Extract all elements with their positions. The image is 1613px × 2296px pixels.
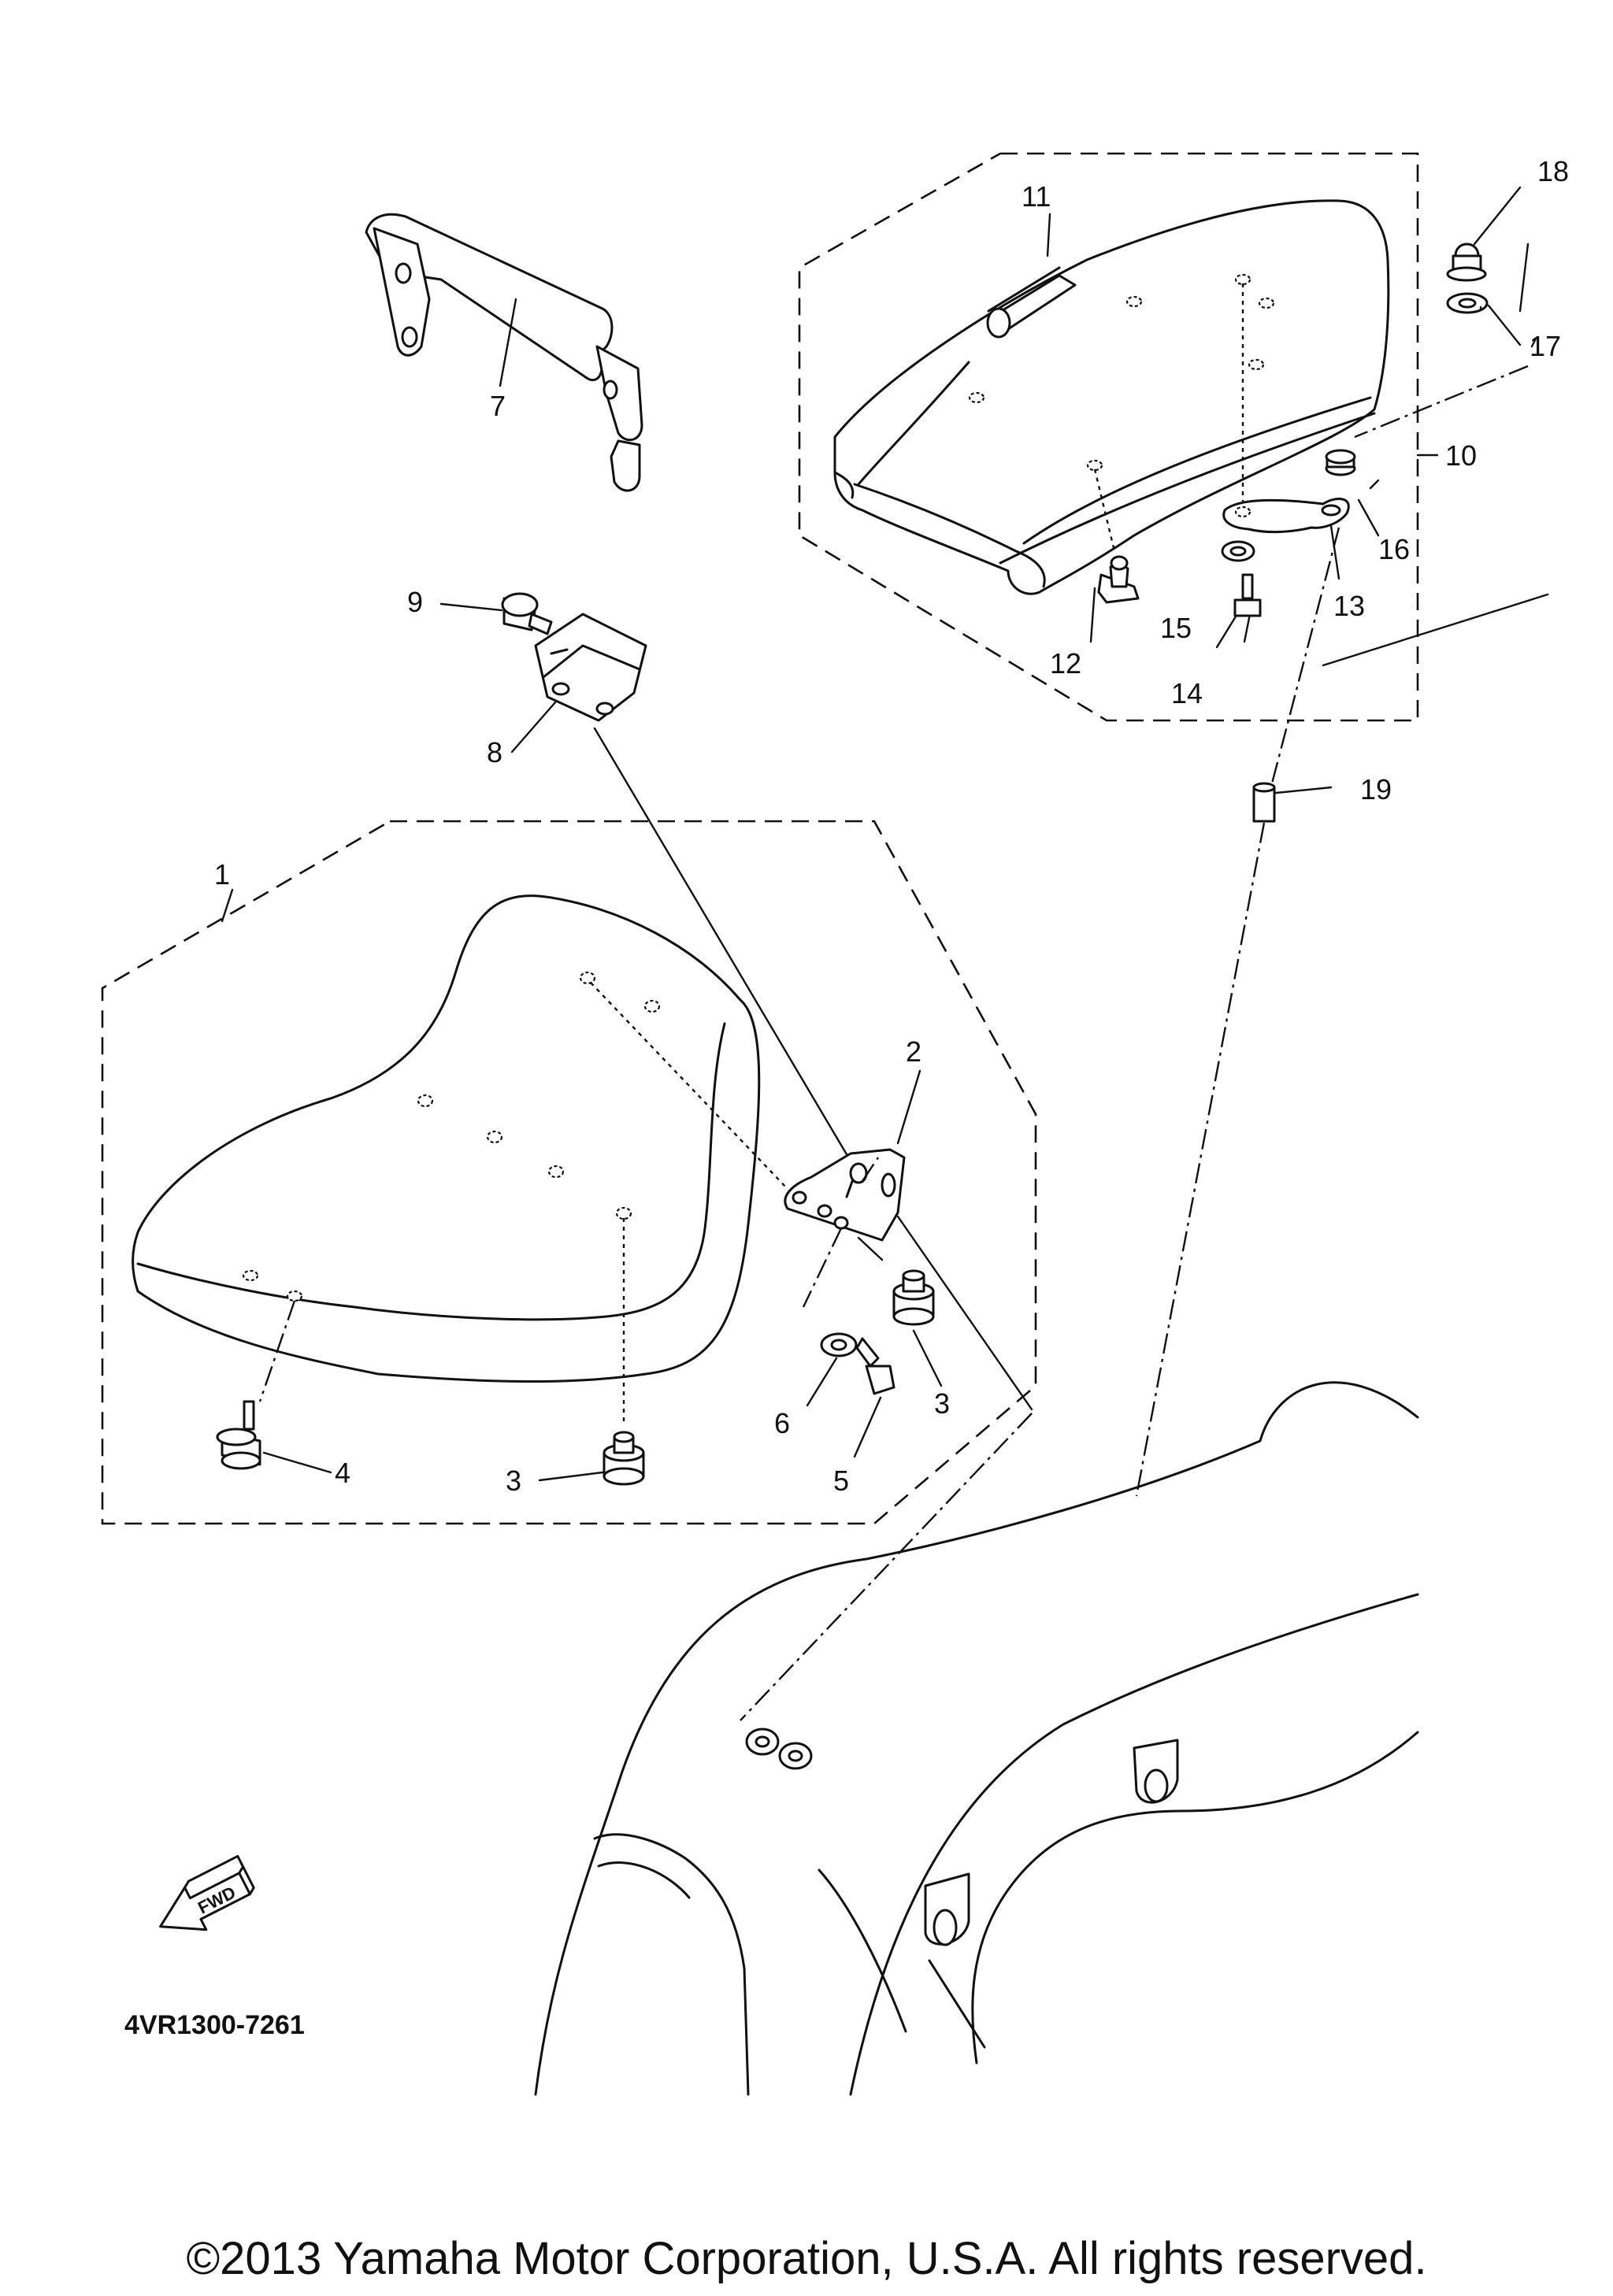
front-bracket: [784, 1148, 906, 1242]
damper-bottom: [603, 1431, 645, 1486]
rear-seat-group-outline: [798, 152, 1419, 722]
callout-6: 6: [774, 1407, 790, 1439]
callout-4: 4: [335, 1457, 350, 1489]
seat-hinge: [986, 266, 1077, 339]
callout-1: 1: [214, 858, 230, 891]
washer-6: [820, 1332, 858, 1357]
seat-knob: [216, 1400, 261, 1470]
rear-seat: [833, 199, 1390, 595]
callout-10: 10: [1445, 439, 1477, 472]
callout-5: 5: [833, 1465, 849, 1497]
callout-3a: 3: [934, 1387, 950, 1420]
cap-nut: [1446, 243, 1487, 282]
rear-fender: [534, 1381, 1419, 2096]
washer-17: [1446, 292, 1489, 314]
callout-2: 2: [906, 1035, 921, 1068]
callout-18: 18: [1537, 155, 1569, 187]
drawing-code: 4VR1300-7261: [124, 2010, 305, 2040]
bolt-14: [1233, 573, 1262, 617]
callout-11: 11: [1022, 180, 1051, 213]
spacer: [1252, 782, 1333, 823]
callout-7: 7: [490, 390, 506, 422]
callout-13: 13: [1333, 590, 1365, 622]
callout-14: 14: [1171, 677, 1203, 709]
callout-12: 12: [1050, 647, 1081, 680]
callout-17: 17: [1530, 330, 1561, 362]
bracket-8: [534, 613, 647, 722]
bolt-5: [855, 1337, 895, 1395]
washer-15: [1221, 540, 1255, 562]
callout-3b: 3: [506, 1465, 521, 1497]
callout-15: 15: [1160, 612, 1192, 644]
front-seat: [132, 894, 761, 1383]
rear-bracket: [1222, 498, 1350, 534]
backrest-bar: [365, 213, 643, 492]
damper-right: [892, 1269, 935, 1326]
fwd-arrow-icon: FWD: [159, 1854, 255, 1931]
callout-9: 9: [407, 586, 423, 618]
callout-19: 19: [1360, 773, 1392, 805]
nut-clip: [1097, 555, 1140, 604]
front-seat-group-outline: [101, 820, 1037, 1525]
copyright-notice: ©2013 Yamaha Motor Corporation, U.S.A. A…: [186, 2233, 1426, 2284]
rear-leaders: [1046, 213, 1549, 667]
bolt-9: [501, 592, 553, 635]
callout-8: 8: [487, 736, 502, 768]
callout-16: 16: [1378, 533, 1410, 565]
grommet: [1325, 449, 1356, 476]
